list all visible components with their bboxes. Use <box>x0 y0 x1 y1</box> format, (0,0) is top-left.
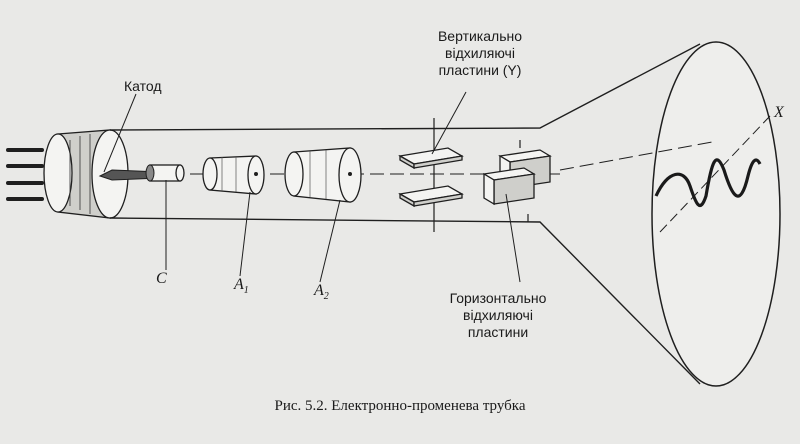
label-anode-1: A1 <box>234 276 249 297</box>
figure-caption: Рис. 5.2. Електронно-променева трубка <box>274 398 526 414</box>
label-grid: C <box>156 270 167 287</box>
label-x: X <box>774 104 784 121</box>
anode-2 <box>284 147 362 203</box>
anode-1 <box>202 155 265 195</box>
base-pins <box>6 148 44 201</box>
x-axis-line <box>659 115 771 233</box>
label-anode-2: A2 <box>314 282 329 303</box>
label-vertical-plates: Вертикально відхиляючі пластини (Y) <box>437 28 523 78</box>
control-grid <box>145 164 185 182</box>
label-horizontal-plates: Горизонтально відхиляючі пластини <box>449 290 547 340</box>
beam-to-screen <box>559 141 713 171</box>
label-cathode: Катод <box>124 78 162 94</box>
glass-envelope <box>109 41 781 387</box>
horizontal-deflection-plates <box>482 140 552 222</box>
vertical-deflection-plates <box>398 118 464 232</box>
pointer-lines <box>103 91 521 283</box>
screen-waveform <box>654 158 762 208</box>
